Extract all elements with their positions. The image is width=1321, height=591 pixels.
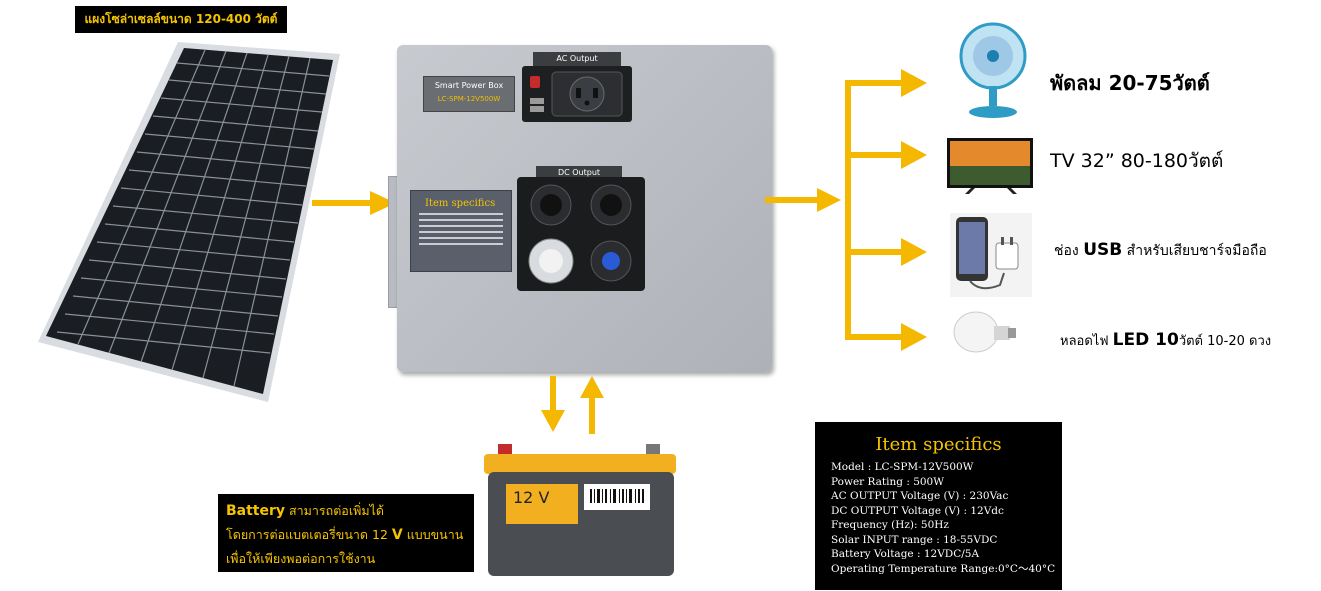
spec-plate-line xyxy=(419,243,503,245)
battery-note-line2-pre: โดยการต่อแบตเตอรี่ขนาด 12 xyxy=(226,527,392,542)
usb-label-suffix: สำหรับเสียบชาร์จมือถือ xyxy=(1122,243,1267,259)
item-specifics-panel: Item specifics Model : LC-SPM-12V500W Po… xyxy=(815,422,1062,590)
battery-note-line1: Battery สามารถต่อเพิ่มได้ xyxy=(226,499,474,523)
spec-plate-line xyxy=(419,237,503,239)
spec-row: Solar INPUT range : 18-55VDC xyxy=(831,533,998,546)
spec-row: Battery Voltage : 12VDC/5A xyxy=(831,548,980,560)
battery-note-line2-post: แบบขนาน xyxy=(402,527,464,542)
ac-output-panel xyxy=(522,66,632,122)
battery-note-line1-rest: สามารถต่อเพิ่มได้ xyxy=(285,503,384,518)
solar-panel-image xyxy=(38,42,340,402)
spec-row: Power Rating : 500W xyxy=(831,475,945,488)
spec-plate-line xyxy=(419,213,503,215)
fan-icon xyxy=(959,22,1027,118)
box-name-plate: Smart Power Box LC-SPM-12V500W xyxy=(423,76,515,112)
solar-panel-label: แผงโซล่าเซลล์ขนาด 120-400 วัตต์ xyxy=(75,6,287,33)
battery-note: Battery สามารถต่อเพิ่มได้ โดยการต่อแบตเต… xyxy=(218,494,474,572)
spec-plate-line xyxy=(419,225,503,227)
dc-output-title: DC Output xyxy=(536,166,622,180)
battery-note-line3: เพื่อให้เพียงพอต่อการใช้งาน xyxy=(226,551,376,566)
usb-label: ช่อง USB สำหรับเสียบชาร์จมือถือ xyxy=(1054,240,1267,262)
battery-voltage-label: 12 V xyxy=(513,488,550,507)
spec-row: AC OUTPUT Voltage (V) : 230Vac xyxy=(831,490,1009,502)
spec-row: DC OUTPUT Voltage (V) : 12Vdc xyxy=(831,504,1004,517)
item-specifics-title: Item specifics xyxy=(875,434,1002,455)
led-bulb-icon xyxy=(953,311,1016,353)
spec-row: Frequency (Hz): 50Hz xyxy=(831,519,949,531)
fan-label: พัดลม 20-75วัตต์ xyxy=(1050,71,1210,95)
box-model-text: LC-SPM-12V500W xyxy=(437,95,501,103)
distribution-arrows xyxy=(765,69,927,351)
battery-image xyxy=(484,444,676,576)
battery-note-line2: โดยการต่อแบตเตอรี่ขนาด 12 V แบบขนาน xyxy=(226,523,474,547)
dc-output-panel xyxy=(517,177,645,291)
ac-output-title: AC Output xyxy=(533,52,621,66)
phone-charger-icon xyxy=(950,213,1032,297)
usb-label-prefix: ช่อง xyxy=(1054,243,1084,259)
usb-label-bold: USB xyxy=(1083,240,1123,260)
spec-plate-line xyxy=(419,231,503,233)
spec-row: Operating Temperature Range:0°C～40°C xyxy=(831,562,1056,575)
spec-plate-line xyxy=(419,219,503,221)
arrow-solar-to-box xyxy=(312,191,396,215)
box-name-text: Smart Power Box xyxy=(434,81,504,90)
box-spec-plate: Item specifics xyxy=(410,190,512,272)
led-label-suffix: วัตต์ 10-20 ดวง xyxy=(1178,334,1272,349)
battery-note-line2-bold: V xyxy=(391,527,403,543)
dc-ports-icon xyxy=(528,184,632,284)
spec-plate-title: Item specifics xyxy=(425,198,496,209)
led-label-prefix: หลอดไฟ xyxy=(1060,334,1113,349)
ac-socket-icon xyxy=(530,71,623,117)
spec-row: Model : LC-SPM-12V500W xyxy=(831,461,974,473)
tv-icon xyxy=(947,138,1033,194)
led-label: หลอดไฟ LED 10วัตต์ 10-20 ดวง xyxy=(1060,330,1271,351)
battery-note-bold: Battery xyxy=(226,503,286,519)
tv-label: TV 32” 80-180วัตต์ xyxy=(1050,150,1224,172)
led-label-bold: LED 10 xyxy=(1112,330,1179,350)
box-battery-arrows xyxy=(541,376,604,434)
